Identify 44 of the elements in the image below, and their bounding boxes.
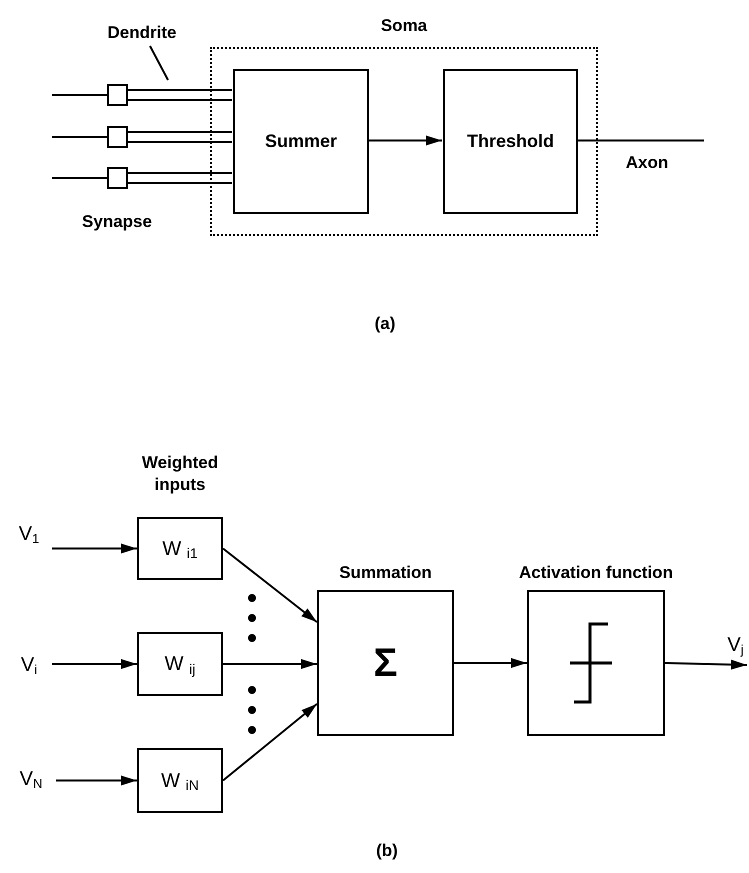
process-box — [233, 69, 369, 214]
part-label: Dendrite — [108, 22, 176, 44]
dendrite-line — [127, 172, 233, 184]
part-label: Weighted inputs — [140, 452, 220, 496]
signal-label: V$_{j}$ — [727, 633, 744, 660]
box-text: Summer — [264, 130, 338, 153]
dendrite-line — [127, 89, 233, 101]
arrow — [222, 548, 318, 623]
arrow — [368, 136, 442, 146]
signal-label: V$_{1}$ — [18, 522, 40, 548]
group-heading: Soma — [380, 15, 428, 37]
box-heading: Activation function — [519, 562, 673, 584]
connector-line — [577, 140, 704, 142]
arrow — [52, 544, 137, 554]
synapse-box — [107, 126, 128, 148]
box-text: W $_{iN}$ — [161, 768, 199, 795]
arrow — [664, 660, 748, 670]
process-box — [443, 69, 578, 214]
arrow — [223, 659, 317, 669]
part-label: Axon — [624, 152, 670, 174]
process-box — [137, 748, 223, 813]
signal-label: V$_{N}$ — [20, 767, 42, 794]
process-box — [137, 517, 223, 580]
part-label: Synapse — [81, 211, 153, 233]
connector-line — [52, 177, 107, 179]
dendrite-line — [127, 131, 233, 143]
box-text: Threshold — [466, 130, 554, 153]
synapse-box — [107, 167, 128, 189]
arrow — [56, 776, 137, 786]
signal-label: V$_{i}$ — [20, 653, 38, 680]
arrow — [52, 659, 137, 669]
box-text: W $_{i1}$ — [162, 536, 198, 563]
connector-line — [52, 136, 107, 138]
arrow — [454, 658, 527, 668]
box-heading: Summation — [338, 562, 433, 584]
box-text: W $_{ij}$ — [164, 652, 196, 679]
arrow — [222, 703, 318, 782]
sigma-symbol: Σ — [373, 643, 398, 683]
synapse-box — [107, 84, 128, 106]
panel-label: (b) — [375, 840, 399, 862]
leader-line — [149, 46, 169, 80]
process-box — [137, 632, 223, 696]
panel-label: (a) — [374, 313, 396, 335]
connector-line — [52, 94, 107, 96]
